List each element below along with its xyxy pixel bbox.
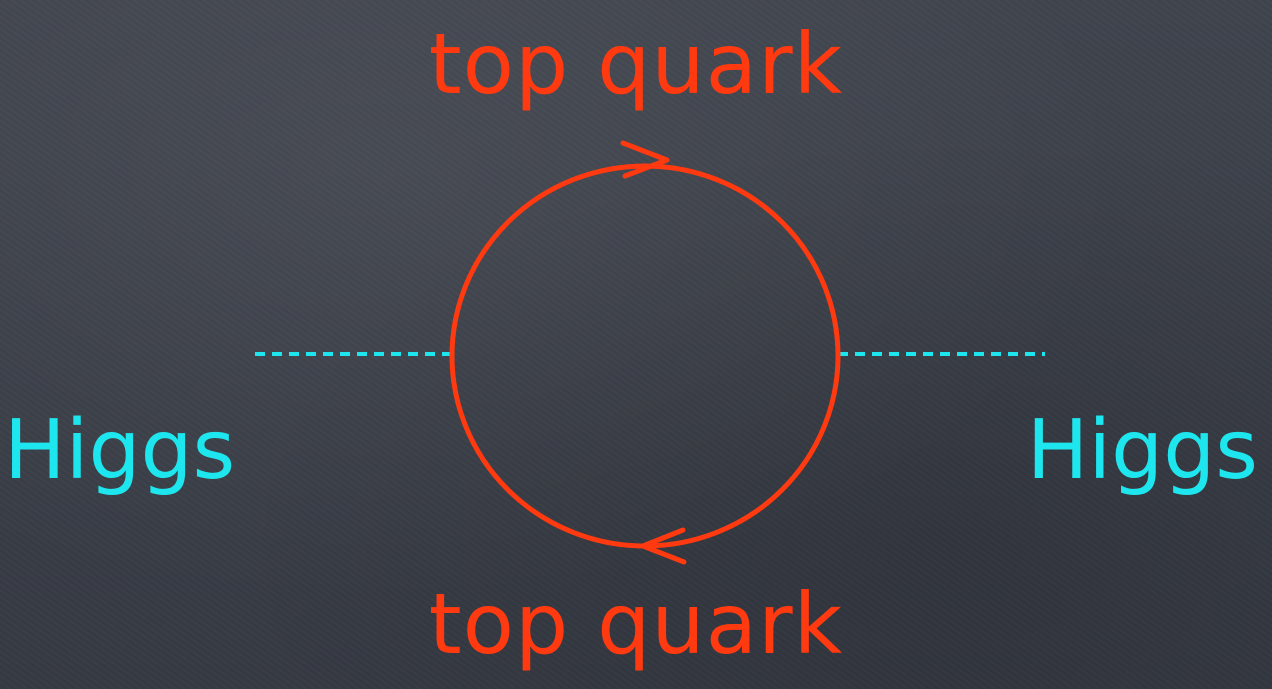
higgs-label-left: Higgs [4,403,236,498]
arrow-bottom-icon [640,527,687,565]
top-quark-loop [449,163,841,549]
top-quark-label-lower: top quark [428,575,844,673]
higgs-label-right: Higgs [1026,403,1258,498]
top-quark-label-upper: top quark [428,15,844,113]
arrow-top-icon [620,140,670,179]
